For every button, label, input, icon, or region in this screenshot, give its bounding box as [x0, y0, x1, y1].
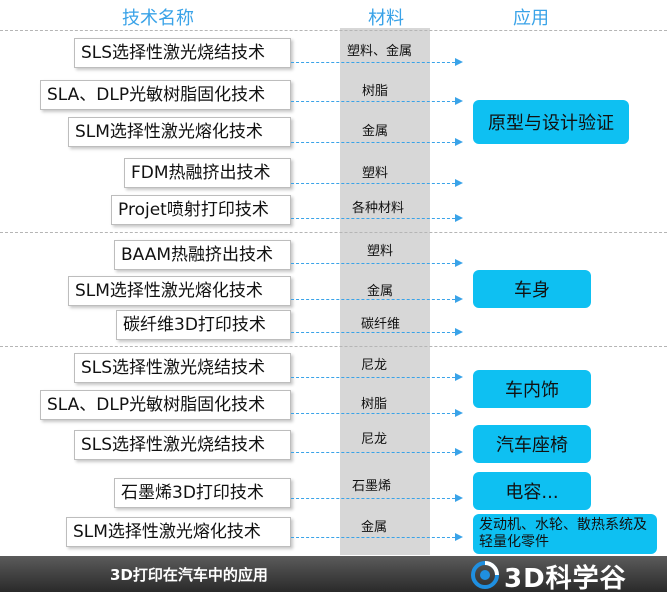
- arrow-head-icon: [455, 409, 463, 417]
- arrow-head-icon: [455, 214, 463, 222]
- tech-box: SLS选择性激光烧结技术: [74, 353, 291, 383]
- app-box-engine: 发动机、水轮、散热系统及轻量化零件: [473, 514, 657, 554]
- material-label: 尼龙: [361, 432, 388, 447]
- connector-arrow: [291, 299, 455, 300]
- arrow-head-icon: [455, 179, 463, 187]
- material-label: 石墨烯: [352, 479, 392, 494]
- logo: 3D科学谷: [470, 558, 627, 595]
- tech-box: 碳纤维3D打印技术: [116, 310, 291, 340]
- arrow-head-icon: [455, 259, 463, 267]
- group-divider: [0, 30, 667, 31]
- tech-box: Projet喷射打印技术: [111, 195, 291, 225]
- tech-box: SLA、DLP光敏树脂固化技术: [40, 80, 291, 110]
- tech-box: SLS选择性激光烧结技术: [74, 430, 291, 460]
- tech-box: SLM选择性激光熔化技术: [66, 517, 291, 547]
- arrow-head-icon: [455, 373, 463, 381]
- connector-arrow: [291, 332, 455, 333]
- swirl-logo-icon: [470, 560, 500, 594]
- logo-text: 3D科学谷: [504, 564, 627, 594]
- arrow-head-icon: [455, 138, 463, 146]
- material-label: 塑料: [367, 244, 394, 259]
- footer-title: 3D打印在汽车中的应用: [110, 566, 268, 584]
- material-label: 树脂: [362, 84, 389, 99]
- material-label: 碳纤维: [361, 317, 401, 332]
- arrow-head-icon: [455, 494, 463, 502]
- tech-box: SLM选择性激光熔化技术: [68, 117, 291, 147]
- connector-arrow: [291, 101, 455, 102]
- material-label: 金属: [362, 124, 389, 139]
- arrow-head-icon: [455, 58, 463, 66]
- connector-arrow: [291, 218, 455, 219]
- material-header: 材料: [368, 8, 404, 29]
- app-box-capacitor: 电容...: [473, 472, 591, 510]
- connector-arrow: [291, 452, 455, 453]
- arrow-head-icon: [455, 533, 463, 541]
- connector-arrow: [291, 142, 455, 143]
- connector-arrow: [291, 62, 455, 63]
- tech-box: BAAM热融挤出技术: [114, 240, 291, 270]
- connector-arrow: [291, 498, 455, 499]
- group-divider: [0, 346, 667, 347]
- app-box-interior: 车内饰: [473, 370, 591, 408]
- app-box-prototype: 原型与设计验证: [473, 100, 629, 144]
- app-box-body: 车身: [473, 270, 591, 308]
- tech-box: SLM选择性激光熔化技术: [68, 276, 291, 306]
- app-box-seat: 汽车座椅: [473, 425, 591, 463]
- tech-box: SLA、DLP光敏树脂固化技术: [40, 390, 291, 420]
- connector-arrow: [291, 183, 455, 184]
- application-header: 应用: [513, 8, 549, 29]
- arrow-head-icon: [455, 448, 463, 456]
- tech-box: 石墨烯3D打印技术: [114, 478, 291, 508]
- material-label: 金属: [361, 520, 388, 535]
- group-divider: [0, 232, 667, 233]
- arrow-head-icon: [455, 97, 463, 105]
- arrow-head-icon: [455, 295, 463, 303]
- material-label: 金属: [367, 284, 394, 299]
- tech-name-header: 技术名称: [122, 8, 194, 29]
- connector-arrow: [291, 413, 455, 414]
- connector-arrow: [291, 537, 455, 538]
- arrow-head-icon: [455, 328, 463, 336]
- material-label: 尼龙: [361, 358, 388, 373]
- tech-box: SLS选择性激光烧结技术: [74, 38, 291, 68]
- material-label: 塑料: [362, 166, 389, 181]
- connector-arrow: [291, 263, 455, 264]
- material-label: 树脂: [361, 397, 388, 412]
- material-column: [340, 28, 430, 555]
- connector-arrow: [291, 377, 455, 378]
- material-label: 各种材料: [352, 201, 405, 216]
- footer-bar: [0, 556, 667, 592]
- tech-box: FDM热融挤出技术: [124, 158, 291, 188]
- material-label: 塑料、金属: [347, 44, 413, 59]
